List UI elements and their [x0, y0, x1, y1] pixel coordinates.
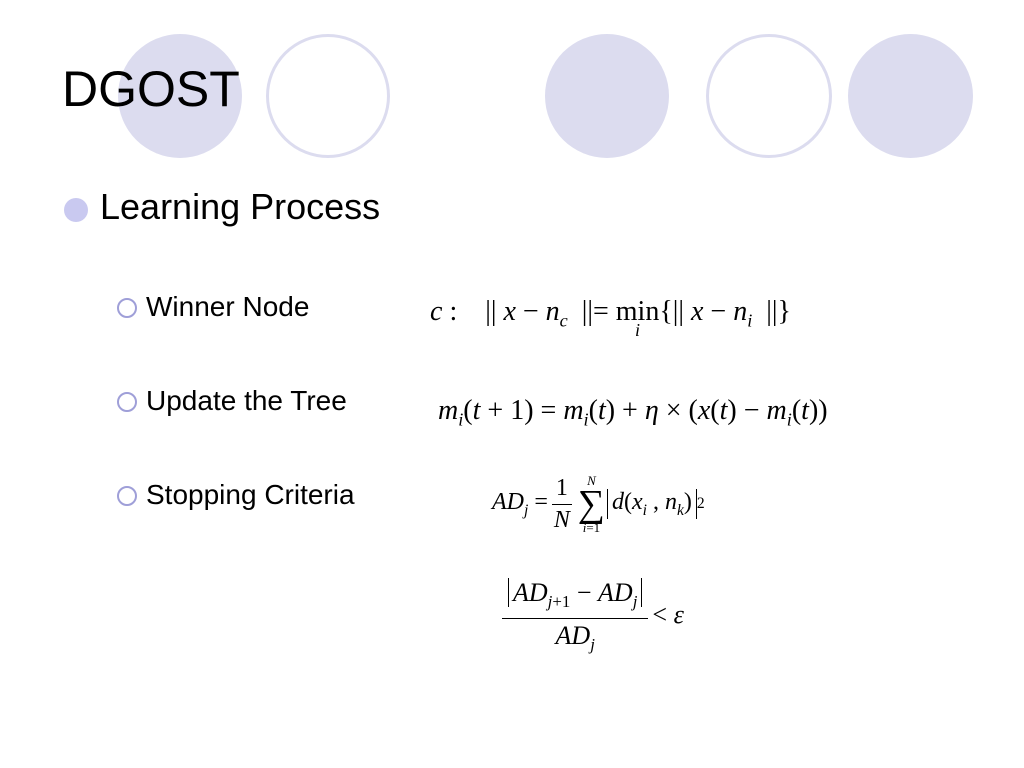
sub-bullet-ring-icon	[117, 486, 137, 506]
formula-update-tree: mi(t + 1) = mi(t) + η × (x(t) − mi(t))	[438, 395, 828, 430]
sub-bullet-stopping-criteria: Stopping Criteria	[146, 479, 355, 510]
decor-circle-outline-2	[706, 34, 832, 158]
decor-circle-filled-1	[118, 34, 242, 158]
bullet-learning-process: Learning Process	[100, 186, 381, 227]
sub-bullet-winner-node: Winner Node	[146, 291, 310, 322]
bullet-dot-icon	[64, 198, 88, 222]
decor-circle-filled-3	[848, 34, 973, 158]
sub-bullet-update-tree: Update the Tree	[146, 385, 347, 416]
formula-stopping-ratio: ADj+1 − ADj ADj < ε	[498, 574, 684, 655]
decor-circle-outline-1	[266, 34, 390, 158]
sub-bullet-ring-icon	[117, 298, 137, 318]
slide-title: DGOST	[62, 61, 240, 117]
sub-bullet-ring-icon	[117, 392, 137, 412]
decor-circle-filled-2	[545, 34, 669, 158]
